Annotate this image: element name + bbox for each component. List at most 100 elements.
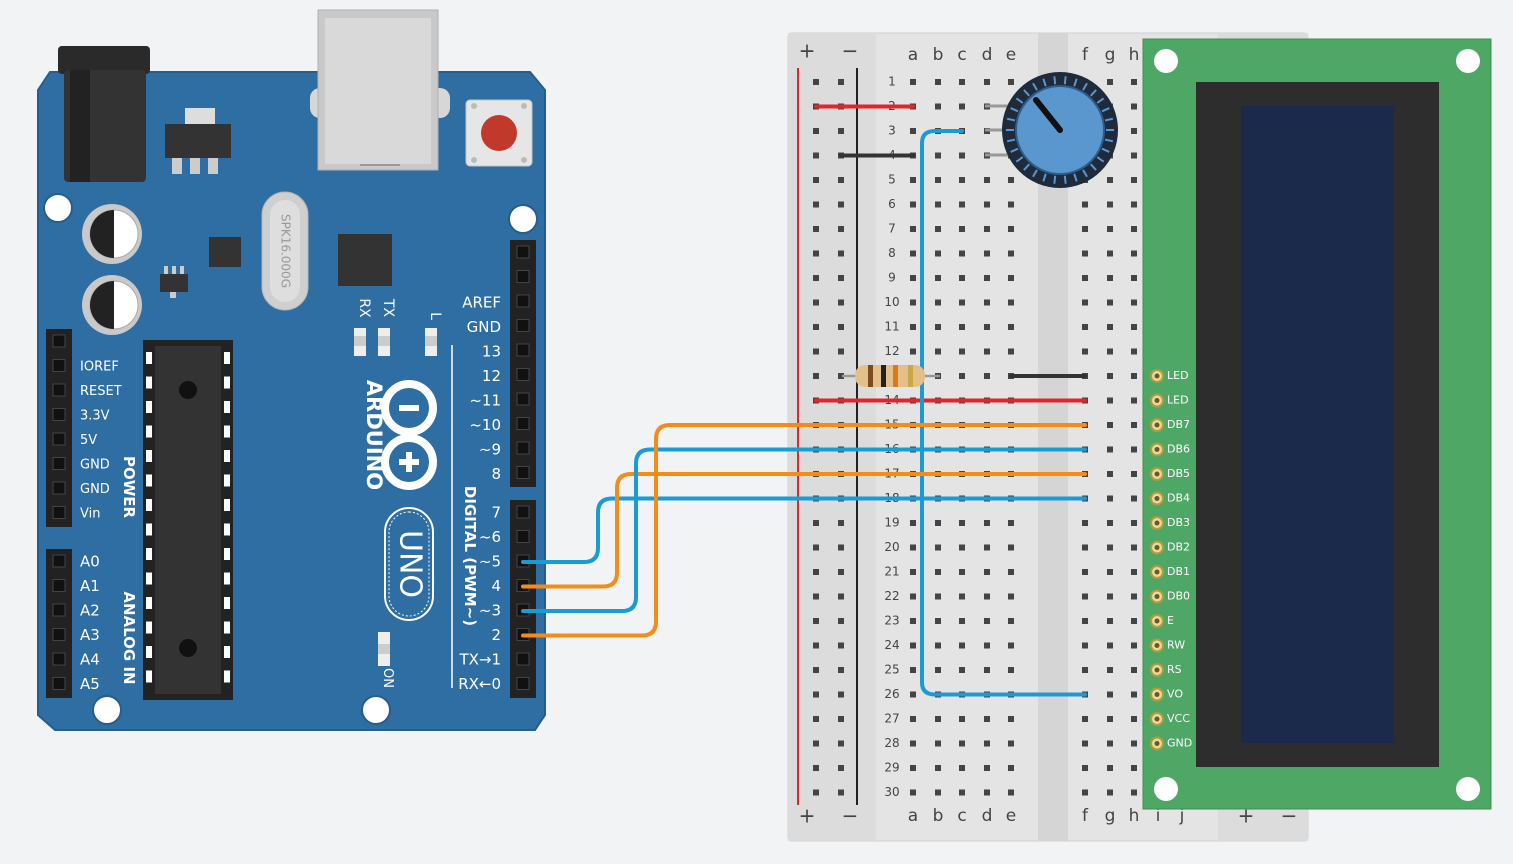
- breadboard-hole[interactable]: [984, 373, 990, 379]
- breadboard-hole[interactable]: [910, 226, 916, 232]
- breadboard-hole[interactable]: [959, 618, 965, 624]
- breadboard-hole[interactable]: [1107, 348, 1113, 355]
- rail-hole[interactable]: [813, 250, 819, 257]
- rail-hole[interactable]: [838, 177, 844, 183]
- breadboard-hole[interactable]: [935, 618, 941, 624]
- breadboard-hole[interactable]: [910, 789, 916, 796]
- breadboard-hole[interactable]: [910, 618, 916, 624]
- signal-wire[interactable]: [521, 496, 1087, 564]
- breadboard-hole[interactable]: [1107, 446, 1113, 453]
- breadboard-hole[interactable]: [910, 348, 916, 355]
- breadboard-hole[interactable]: [1107, 765, 1113, 771]
- breadboard-hole[interactable]: [1107, 299, 1113, 306]
- breadboard-hole[interactable]: [984, 569, 990, 575]
- rail-hole[interactable]: [813, 642, 819, 649]
- breadboard-hole[interactable]: [959, 765, 965, 771]
- breadboard-hole[interactable]: [1107, 520, 1113, 526]
- rail-hole[interactable]: [838, 667, 844, 673]
- rail-hole[interactable]: [813, 716, 819, 722]
- breadboard-hole[interactable]: [984, 716, 990, 722]
- breadboard-hole[interactable]: [1082, 201, 1088, 208]
- breadboard-hole[interactable]: [1131, 152, 1137, 159]
- breadboard-hole[interactable]: [1131, 201, 1137, 208]
- breadboard-hole[interactable]: [1107, 593, 1113, 600]
- breadboard-hole[interactable]: [959, 299, 965, 306]
- rail-hole[interactable]: [838, 716, 844, 722]
- header-socket[interactable]: [52, 652, 66, 666]
- breadboard-hole[interactable]: [1008, 275, 1014, 281]
- rail-hole[interactable]: [813, 152, 819, 159]
- breadboard-hole[interactable]: [984, 618, 990, 624]
- rail-hole[interactable]: [813, 299, 819, 306]
- breadboard-hole[interactable]: [935, 740, 941, 747]
- header-socket[interactable]: [516, 677, 530, 690]
- breadboard-hole[interactable]: [1107, 740, 1113, 747]
- breadboard-hole[interactable]: [1131, 397, 1137, 404]
- breadboard-hole[interactable]: [1107, 667, 1113, 673]
- breadboard-hole[interactable]: [1008, 250, 1014, 257]
- breadboard-hole[interactable]: [1131, 716, 1137, 722]
- breadboard-hole[interactable]: [1008, 789, 1014, 796]
- breadboard-hole[interactable]: [910, 324, 916, 330]
- breadboard-hole[interactable]: [1082, 544, 1088, 551]
- header-socket[interactable]: [52, 506, 66, 519]
- header-socket[interactable]: [516, 530, 530, 543]
- header-socket[interactable]: [516, 368, 530, 381]
- breadboard-hole[interactable]: [1008, 667, 1014, 673]
- breadboard-hole[interactable]: [984, 324, 990, 330]
- breadboard-hole[interactable]: [1107, 569, 1113, 575]
- breadboard-hole[interactable]: [959, 348, 965, 355]
- breadboard-hole[interactable]: [1107, 495, 1113, 502]
- breadboard-hole[interactable]: [1131, 642, 1137, 649]
- breadboard-hole[interactable]: [910, 177, 916, 183]
- breadboard-hole[interactable]: [910, 520, 916, 526]
- breadboard-hole[interactable]: [959, 520, 965, 526]
- rail-hole[interactable]: [838, 740, 844, 747]
- resistor[interactable]: [842, 365, 940, 387]
- signal-wire[interactable]: [521, 423, 1087, 638]
- breadboard-hole[interactable]: [959, 593, 965, 600]
- breadboard-hole[interactable]: [1131, 520, 1137, 526]
- breadboard-hole[interactable]: [1008, 569, 1014, 575]
- breadboard-hole[interactable]: [1008, 348, 1014, 355]
- header-socket[interactable]: [52, 628, 66, 641]
- rail-hole[interactable]: [838, 348, 844, 355]
- breadboard-hole[interactable]: [1131, 667, 1137, 673]
- rail-hole[interactable]: [813, 691, 819, 698]
- arduino-uno-board[interactable]: SPK16.000G RX TX L ON ARDUINO UNO: [37, 9, 546, 731]
- breadboard-hole[interactable]: [935, 299, 941, 306]
- breadboard-hole[interactable]: [984, 740, 990, 747]
- header-socket[interactable]: [516, 319, 530, 332]
- rail-hole[interactable]: [838, 275, 844, 281]
- header-socket[interactable]: [516, 466, 530, 479]
- breadboard-hole[interactable]: [1107, 544, 1113, 551]
- breadboard-hole[interactable]: [959, 275, 965, 281]
- header-socket[interactable]: [52, 359, 66, 372]
- rail-hole[interactable]: [838, 324, 844, 330]
- rail-hole[interactable]: [838, 544, 844, 551]
- breadboard-hole[interactable]: [1082, 716, 1088, 722]
- breadboard-hole[interactable]: [1131, 128, 1137, 134]
- breadboard-hole[interactable]: [1008, 324, 1014, 330]
- breadboard-hole[interactable]: [935, 177, 941, 183]
- breadboard-hole[interactable]: [959, 569, 965, 575]
- breadboard-hole[interactable]: [959, 152, 965, 159]
- rail-hole[interactable]: [813, 201, 819, 208]
- rail-hole[interactable]: [838, 250, 844, 257]
- rail-hole[interactable]: [813, 324, 819, 330]
- breadboard-hole[interactable]: [1131, 471, 1137, 477]
- breadboard-hole[interactable]: [910, 250, 916, 257]
- breadboard-hole[interactable]: [1082, 667, 1088, 673]
- breadboard-hole[interactable]: [1008, 79, 1014, 85]
- breadboard-hole[interactable]: [935, 152, 941, 159]
- breadboard-hole[interactable]: [959, 544, 965, 551]
- rail-hole[interactable]: [838, 593, 844, 600]
- breadboard-hole[interactable]: [910, 642, 916, 649]
- breadboard-hole[interactable]: [1008, 593, 1014, 600]
- breadboard-hole[interactable]: [1107, 716, 1113, 722]
- rail-hole[interactable]: [813, 348, 819, 355]
- breadboard-hole[interactable]: [1131, 103, 1137, 110]
- breadboard-hole[interactable]: [1008, 716, 1014, 722]
- breadboard-hole[interactable]: [959, 177, 965, 183]
- header-socket[interactable]: [516, 417, 530, 430]
